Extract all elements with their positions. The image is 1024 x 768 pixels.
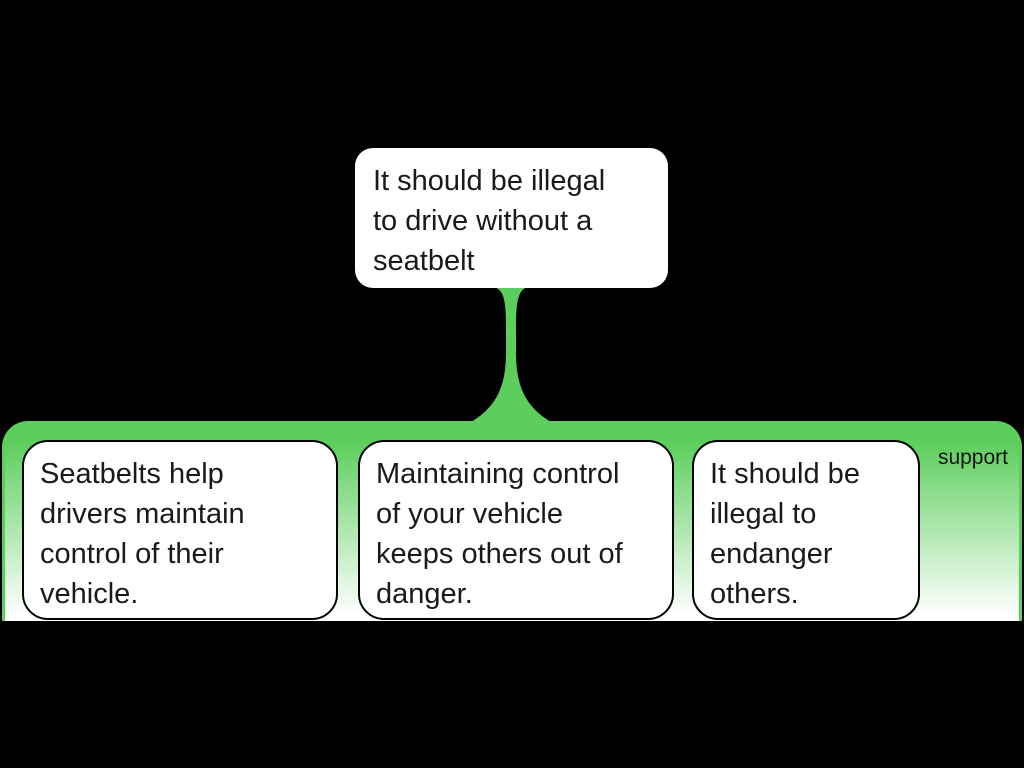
premise-text: It should be illegal to endanger others. [710, 458, 860, 610]
premise-node[interactable]: It should be illegal to endanger others. [692, 440, 920, 620]
support-group-label: support [937, 446, 1008, 469]
claim-node[interactable]: It should be illegal to drive without a … [355, 148, 668, 288]
claim-text: It should be illegal to drive without a … [373, 165, 606, 277]
premise-node[interactable]: Maintaining control of your vehicle keep… [358, 440, 674, 620]
premise-text: Seatbelts help drivers maintain control … [40, 458, 245, 610]
funnel-shape [471, 283, 551, 422]
premise-node[interactable]: Seatbelts help drivers maintain control … [22, 440, 338, 620]
support-connector [471, 283, 551, 422]
support-group[interactable]: support Seatbelts help drivers maintain … [2, 421, 1022, 621]
premise-text: Maintaining control of your vehicle keep… [376, 458, 623, 610]
